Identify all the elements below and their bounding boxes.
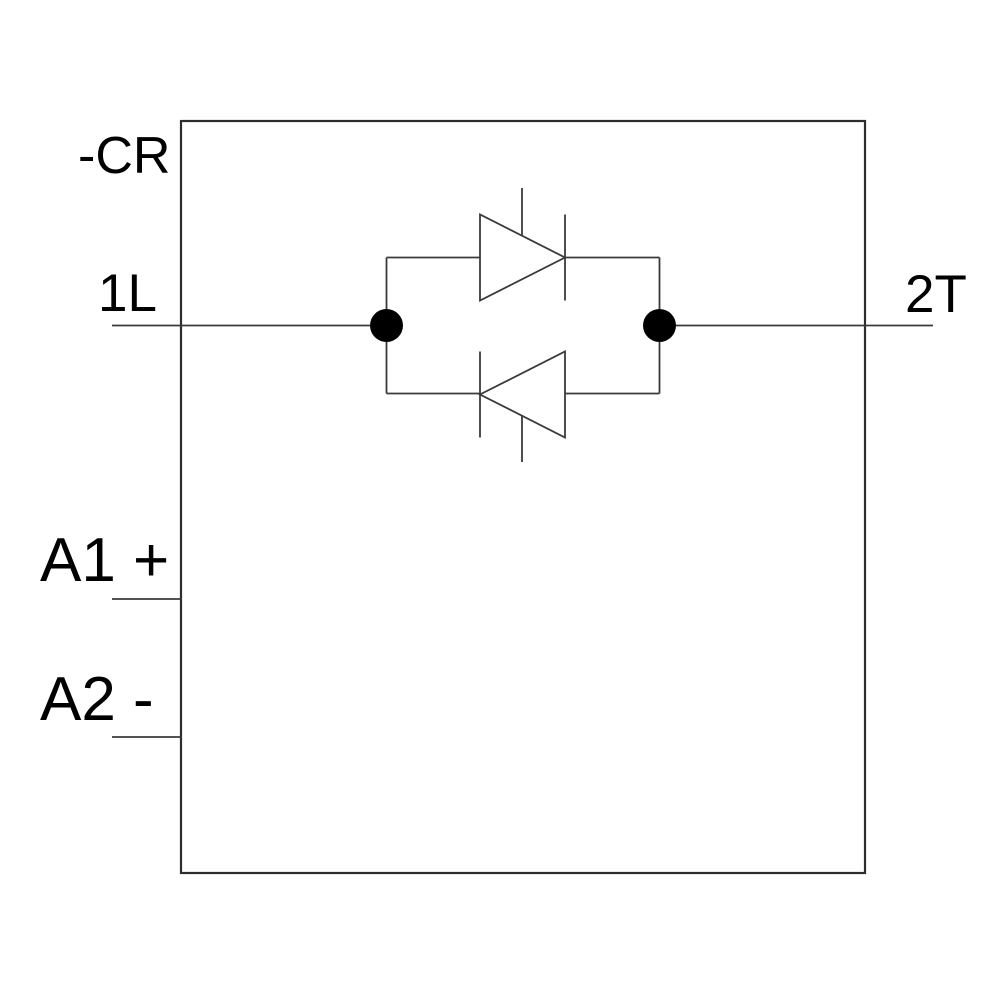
device-enclosure-box: [179, 119, 867, 875]
line-terminal-label: 1L: [98, 264, 157, 323]
thyristor-forward-icon: [479, 188, 567, 302]
wiring-group: [112, 188, 933, 738]
thyristor-reverse-icon: [478, 350, 566, 462]
labels-group: -CR 1L 2T A1 + A2 -: [40, 127, 967, 734]
coil-positive-label: A1 +: [40, 526, 169, 595]
device-label: -CR: [78, 127, 170, 185]
junction-dot-right: [643, 309, 676, 342]
load-terminal-label: 2T: [905, 265, 967, 324]
junction-dot-left: [370, 309, 403, 342]
junction-dots-group: [370, 309, 676, 342]
coil-negative-label: A2 -: [40, 665, 154, 734]
